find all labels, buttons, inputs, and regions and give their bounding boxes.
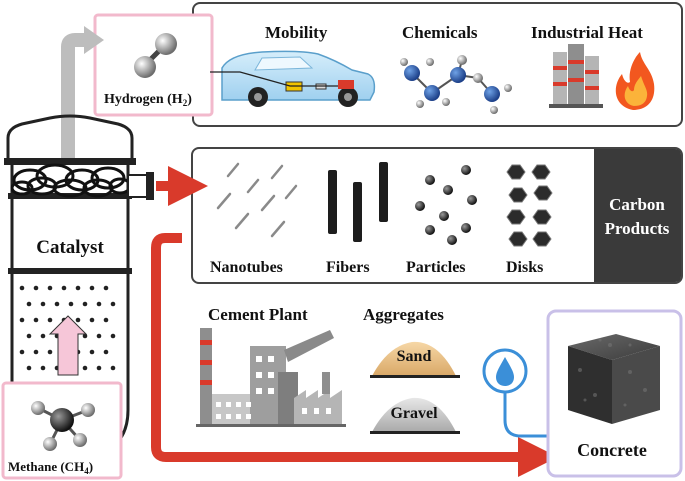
nanotubes-icon [216, 162, 298, 238]
hydrogen-arrowhead [84, 26, 104, 54]
concrete-label: Concrete [577, 440, 647, 460]
cement-plant-icon [196, 328, 346, 427]
aggregates-label: Aggregates [363, 305, 444, 324]
catalyst-dot [110, 365, 116, 371]
catalyst-dot [19, 285, 25, 291]
cement-plant-label: Cement Plant [208, 305, 308, 324]
catalyst-dot [75, 285, 81, 291]
catalyst-dot [54, 301, 60, 307]
carbon-products-title-panel [594, 149, 681, 282]
water-line [503, 392, 548, 438]
catalyst-dot [40, 365, 46, 371]
catalyst-dot [47, 317, 53, 323]
carbon-outlet-pipe [127, 174, 149, 198]
particles-label: Particles [406, 259, 466, 276]
carbon-products-box [191, 147, 683, 284]
catalyst-dot [40, 333, 46, 339]
mobility-label: Mobility [265, 23, 328, 42]
chemical-molecules-icon [400, 55, 512, 114]
catalyst-dot [61, 285, 67, 291]
sand-label: Sand [397, 348, 432, 365]
carbon-title-line1: Carbon [609, 195, 665, 214]
hydrogen-molecule-icon [134, 33, 177, 78]
catalyst-dot [40, 301, 46, 307]
disks-label: Disks [506, 259, 543, 276]
catalyst-dot [33, 349, 39, 355]
catalyst-dot [110, 333, 116, 339]
methane-label: Methane (CH4) [8, 459, 93, 476]
sand-pile-icon [370, 341, 460, 378]
water-drop-icon [496, 357, 514, 386]
carbon-tangle-icon [10, 163, 132, 198]
catalyst-dot [82, 301, 88, 307]
carbon-outlet-pipe-cap [146, 172, 154, 200]
catalyst-dot [89, 285, 95, 291]
catalyst-dot [26, 301, 32, 307]
catalyst-dot [68, 301, 74, 307]
catalyst-dot [103, 317, 109, 323]
gravel-label: Gravel [390, 405, 438, 422]
catalyst-dot [75, 317, 81, 323]
fibers-label: Fibers [326, 259, 370, 276]
catalyst-dot [96, 301, 102, 307]
chimneys-icon [549, 44, 603, 108]
catalyst-dot [103, 349, 109, 355]
concrete-flow-arrow [151, 233, 558, 477]
methane-inflow-arrow [48, 315, 88, 376]
chemicals-label: Chemicals [402, 23, 478, 42]
catalyst-dot [33, 285, 39, 291]
concrete-cube-icon [568, 334, 660, 424]
catalyst-dot [26, 365, 32, 371]
catalyst-dot [103, 285, 109, 291]
flame-icon [615, 52, 655, 110]
hydrogen-label: Hydrogen (H2) [104, 92, 192, 108]
gravel-pile-icon [370, 397, 460, 434]
catalyst-dot [47, 285, 53, 291]
catalyst-dot [19, 317, 25, 323]
catalyst-dot [96, 333, 102, 339]
hydrogen-flow-arrow [61, 33, 86, 160]
methane-molecule-icon [31, 401, 95, 451]
industrial-heat-label: Industrial Heat [531, 23, 643, 42]
catalyst-dot [110, 301, 116, 307]
catalyst-dot [33, 317, 39, 323]
catalyst-dot [82, 365, 88, 371]
disks-icon [506, 164, 553, 247]
car-icon [210, 50, 376, 107]
nanotubes-label: Nanotubes [210, 259, 283, 276]
catalyst-dot [47, 349, 53, 355]
catalyst-dot [89, 317, 95, 323]
particles-icon [415, 165, 477, 245]
catalyst-dot [96, 365, 102, 371]
catalyst-dot [19, 349, 25, 355]
catalyst-label: Catalyst [36, 237, 104, 258]
catalyst-dots [19, 285, 116, 371]
carbon-title-line2: Products [605, 219, 670, 238]
catalyst-dot [82, 333, 88, 339]
catalyst-dot [26, 333, 32, 339]
fibers-icon [328, 162, 388, 242]
catalyst-dot [89, 349, 95, 355]
